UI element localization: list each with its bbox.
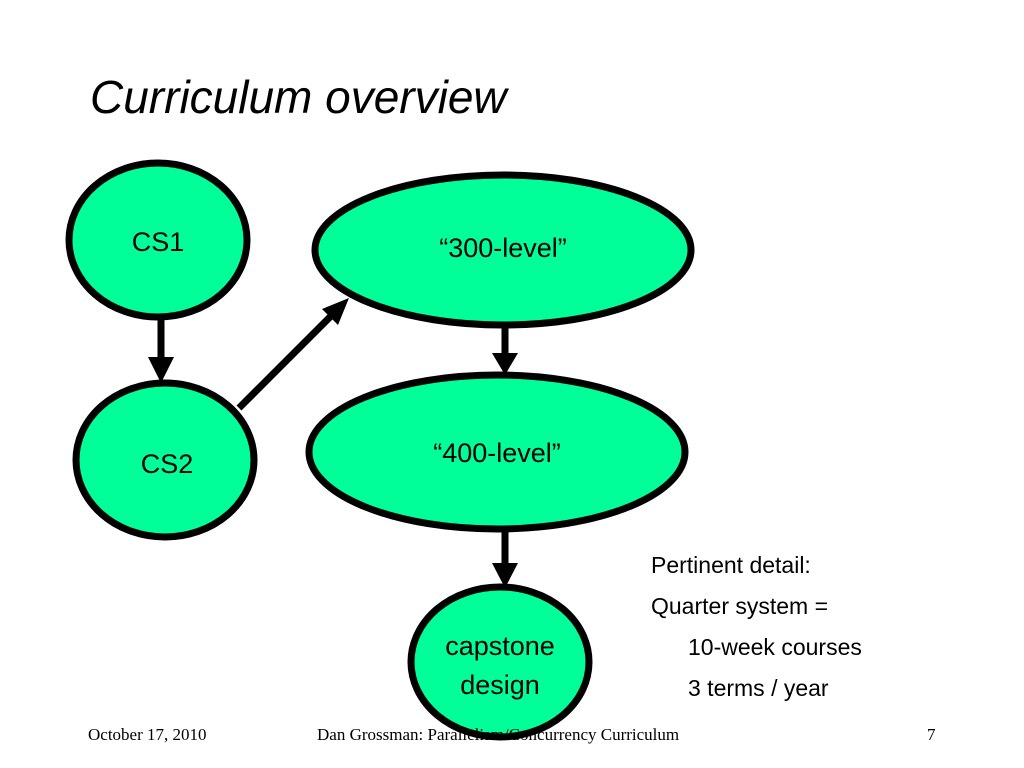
node-400-level-label: “400-level” xyxy=(433,438,561,468)
slide-title: Curriculum overview xyxy=(90,71,507,123)
node-cs1: CS1 xyxy=(65,159,251,321)
note-line-4: 3 terms / year xyxy=(688,675,829,701)
pertinent-detail-note: Pertinent detail: Quarter system = 10-we… xyxy=(651,545,862,709)
footer-date: October 17, 2010 xyxy=(88,725,207,744)
node-capstone-design: capstone design xyxy=(407,583,593,741)
note-line-2: Quarter system = xyxy=(651,593,829,619)
footer-presentation-title: Dan Grossman: Parallelism/Concurrency Cu… xyxy=(317,725,680,744)
node-capstone-label-line2: design xyxy=(460,670,540,700)
node-400-level: “400-level” xyxy=(305,371,689,533)
note-line-3: 10-week courses xyxy=(688,634,862,660)
edge-400-level-to-capstone xyxy=(492,531,518,588)
node-cs1-label: CS1 xyxy=(132,227,185,257)
edge-300-to-400-level xyxy=(492,326,518,375)
edge-cs2-to-300-level xyxy=(236,298,349,411)
note-line-1: Pertinent detail: xyxy=(651,552,811,578)
node-300-level: “300-level” xyxy=(311,171,695,329)
footer-page-number: 7 xyxy=(927,725,936,744)
node-cs2: CS2 xyxy=(72,379,258,541)
edge-cs1-to-cs2 xyxy=(148,316,174,383)
node-capstone-label-line1: capstone xyxy=(445,631,555,661)
node-cs2-label: CS2 xyxy=(141,449,194,479)
node-300-level-label: “300-level” xyxy=(439,233,567,263)
